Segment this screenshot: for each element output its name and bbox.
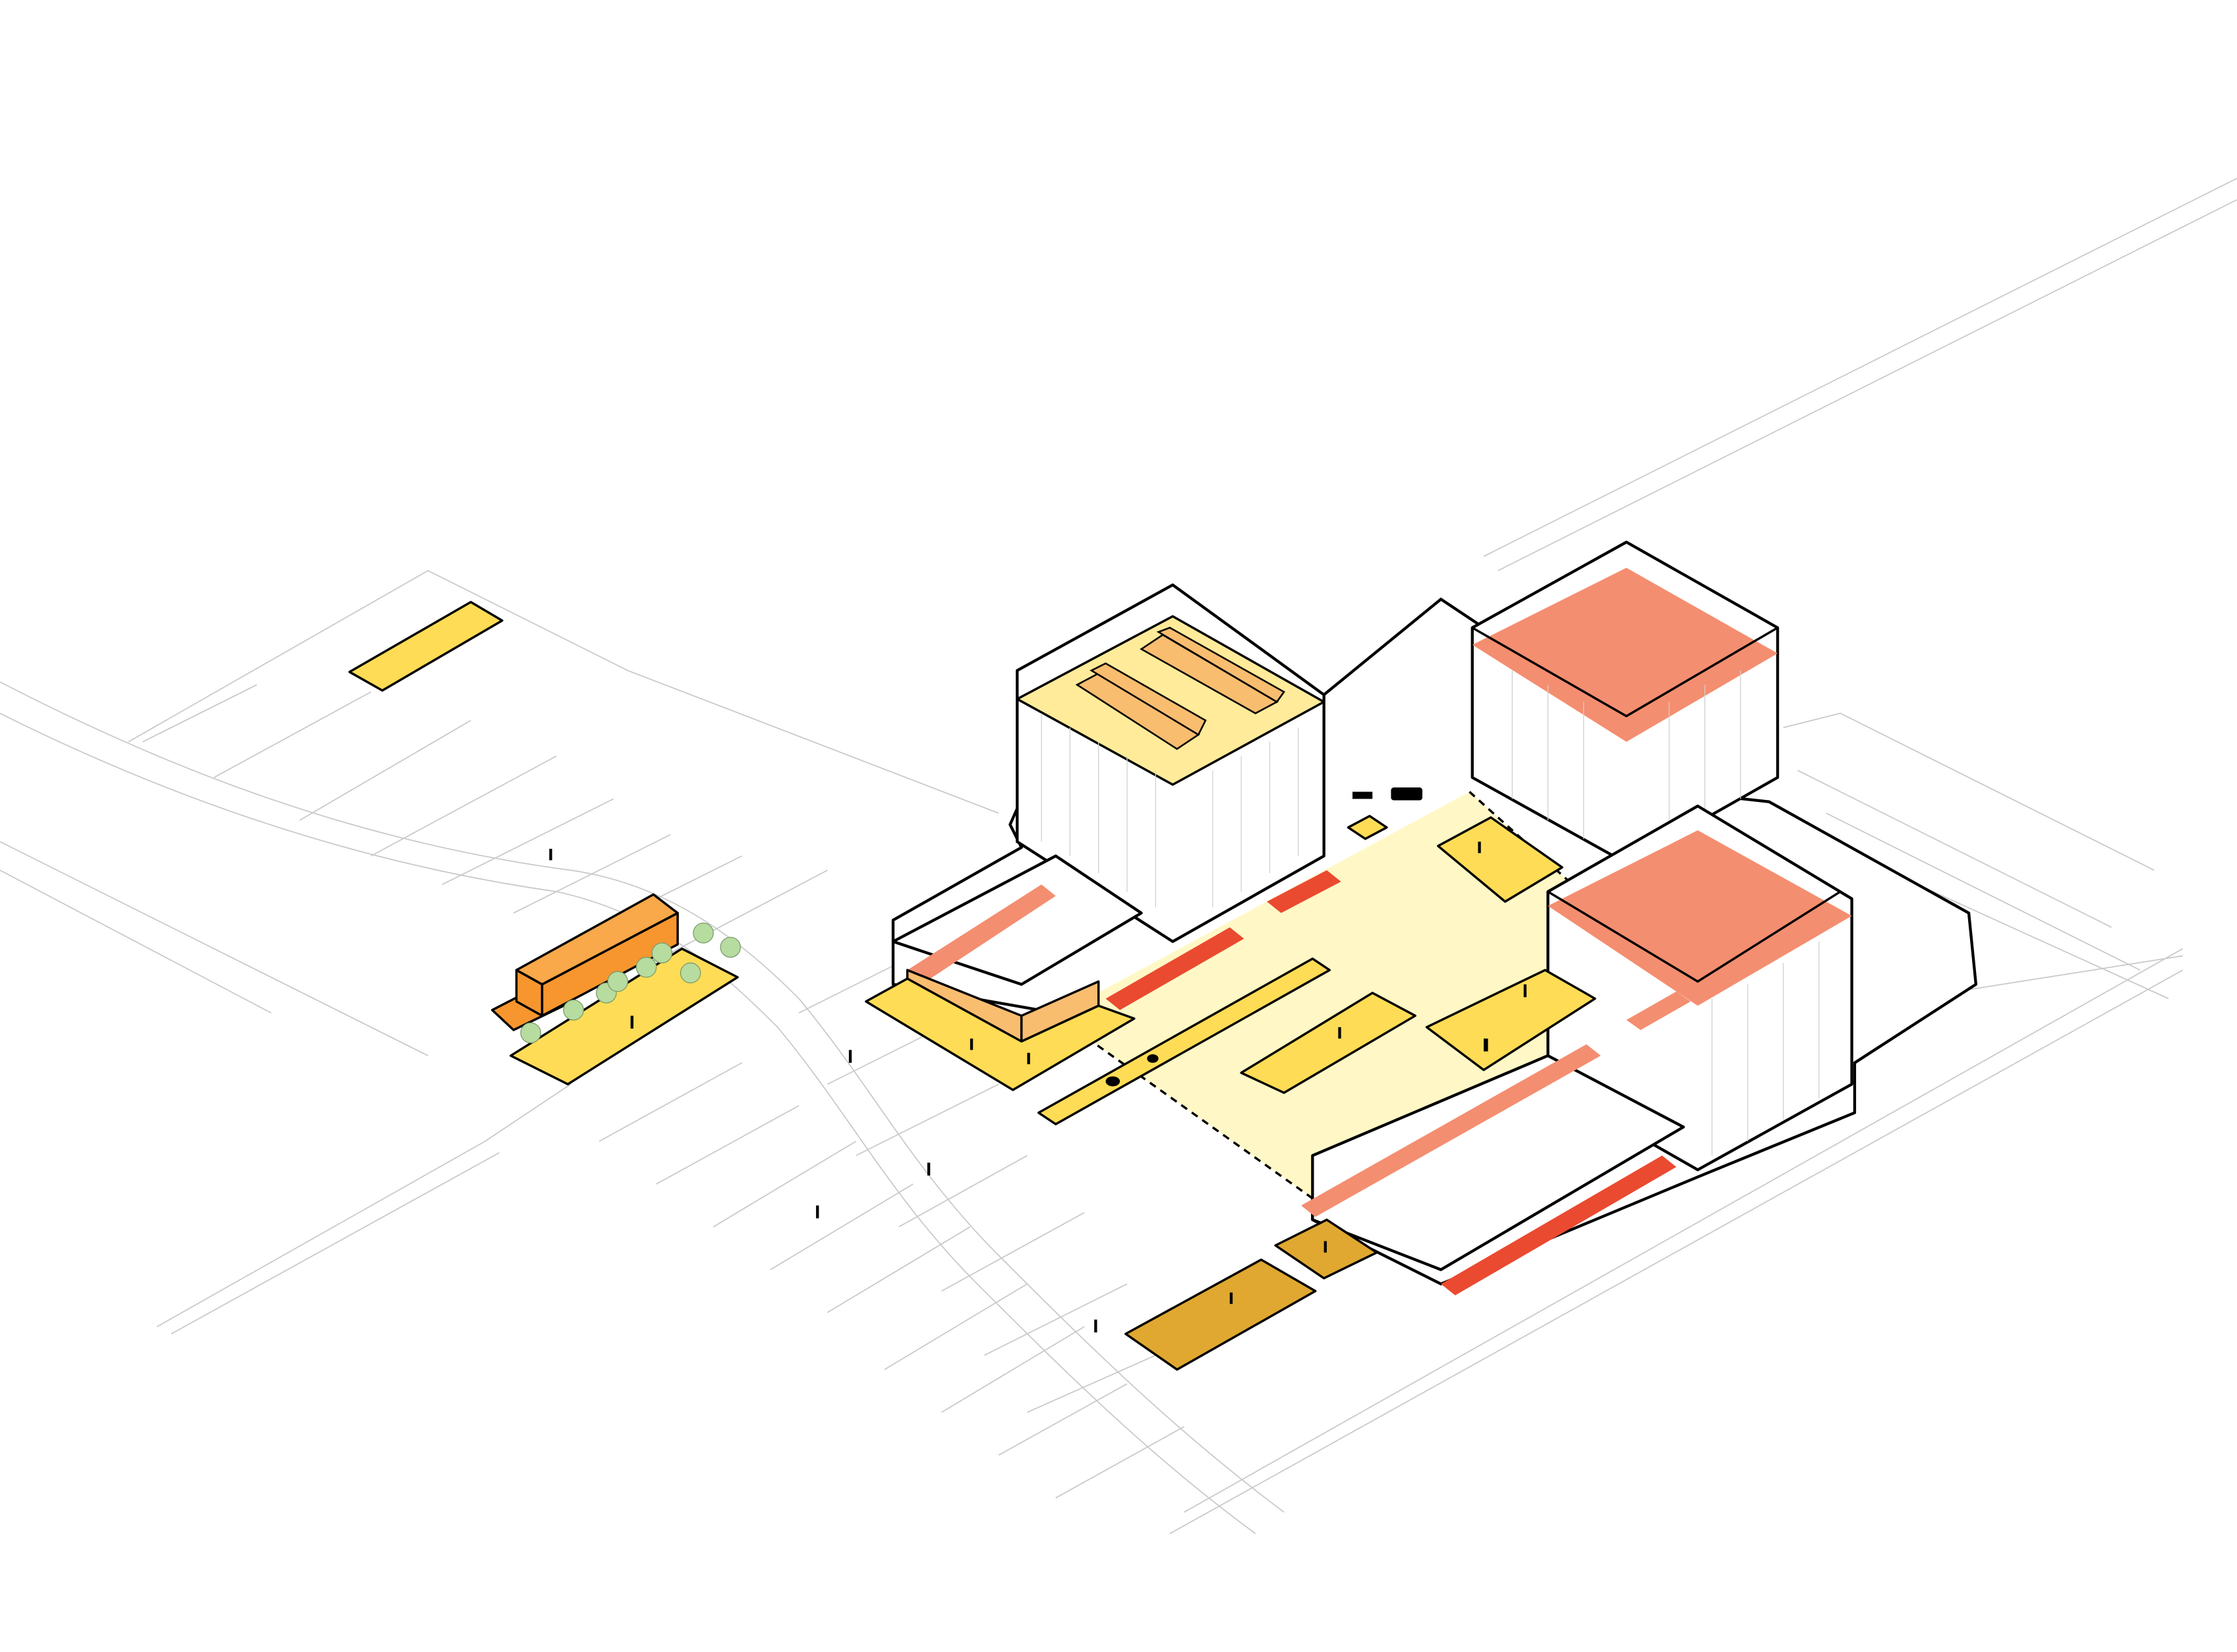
- tower-west: [1016, 583, 1325, 944]
- person-icon: [970, 1039, 973, 1050]
- tower-east-roof-outline: [1471, 540, 1779, 718]
- person-icon: [927, 1162, 931, 1176]
- rooftop-garden-plot-northwest: [348, 600, 504, 692]
- commercial-strip-2: [1267, 870, 1341, 913]
- street-network: [0, 177, 2237, 1535]
- detached-house-with-orchard: [491, 893, 741, 1086]
- plot-north-courtyard: [1437, 816, 1563, 903]
- tower-east: [1470, 540, 1780, 865]
- tower-east-roof-terrace: [1472, 567, 1778, 742]
- house-roof: [515, 893, 679, 986]
- commercial-frontages: [1105, 870, 1691, 1296]
- person-icon: [1027, 1052, 1030, 1065]
- person-icon: [630, 1015, 634, 1029]
- tree-icon-row: [520, 923, 741, 1044]
- main-building-complex: [891, 540, 1978, 1286]
- person-icon: [1229, 1292, 1233, 1304]
- person-icon: [816, 1205, 819, 1218]
- person-icons: [549, 787, 1527, 1333]
- greenhouse-icon: [1075, 627, 1285, 751]
- trailer-icon: [1352, 791, 1373, 799]
- animal-icon: [1147, 1054, 1159, 1063]
- commercial-strip-5: [1626, 991, 1691, 1031]
- plot-west-plaza: [865, 977, 1136, 1091]
- commercial-strip-3: [1441, 1155, 1677, 1296]
- tower-southeast-facade-lines: [1711, 941, 1820, 1156]
- tower-southeast-roof-terrace: [1548, 830, 1852, 1006]
- person-icon: [1323, 1241, 1327, 1253]
- person-icon: [1478, 841, 1481, 853]
- plot-small-square: [1347, 814, 1388, 840]
- person-icon: [1094, 1319, 1097, 1333]
- commercial-strip-4: [1301, 1044, 1601, 1217]
- person-icon: [1484, 1039, 1488, 1052]
- farm-plot-large: [1124, 1258, 1317, 1371]
- tower-west-facade-lines: [1041, 713, 1299, 907]
- plot-east-plaza: [1425, 969, 1596, 1071]
- plot-play-area: [1240, 992, 1416, 1095]
- person-icon: [1523, 984, 1527, 998]
- commercial-strip-1: [1105, 927, 1244, 1010]
- van-icon: [1391, 787, 1423, 801]
- tower-southeast-roof-outline: [1546, 805, 1842, 983]
- tower-east-facade-lines: [1511, 670, 1741, 839]
- person-icon: [848, 1050, 852, 1063]
- west-wing-roof-terrace: [907, 884, 1056, 984]
- person-icon: [549, 849, 552, 861]
- person-icon: [1338, 1027, 1341, 1039]
- animal-icon: [1105, 1076, 1120, 1087]
